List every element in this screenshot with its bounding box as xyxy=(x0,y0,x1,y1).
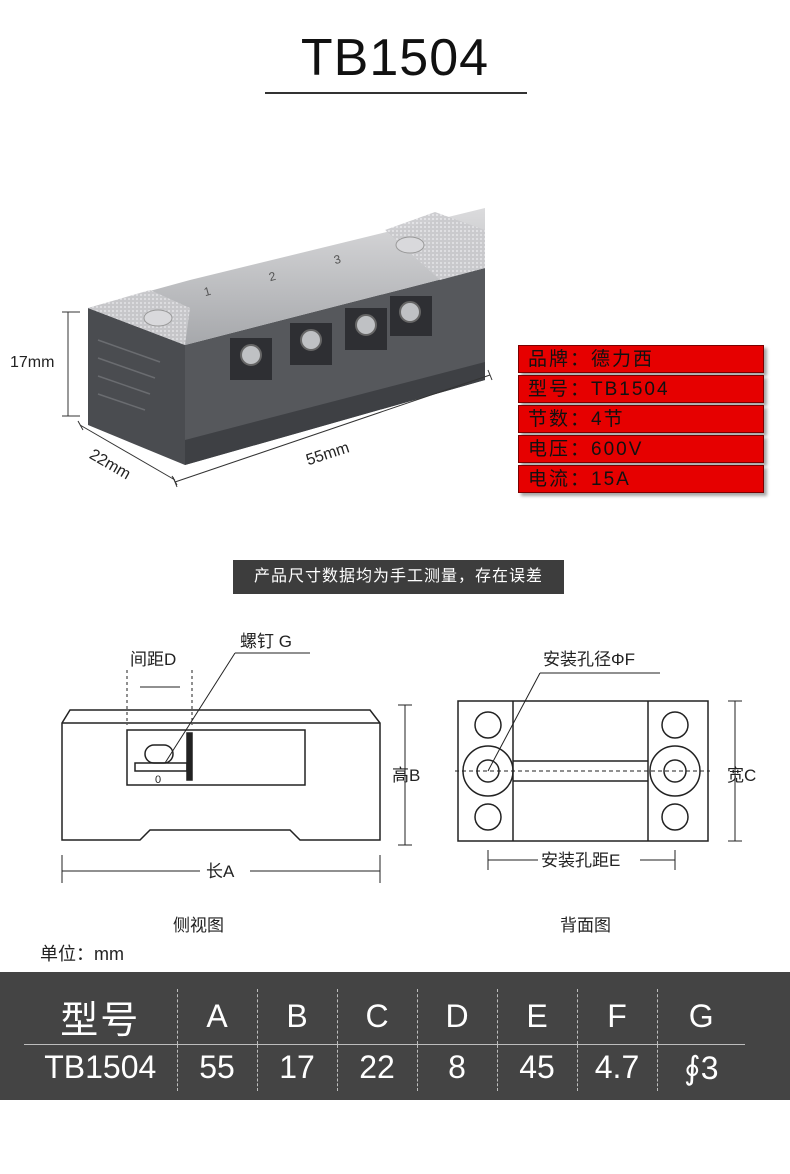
measurement-note: 产品尺寸数据均为手工测量，存在误差 xyxy=(233,560,564,594)
table-cell-g: ∮3 xyxy=(656,1044,745,1091)
table-header-e: E xyxy=(496,989,577,1045)
height-b-label: 高B xyxy=(392,766,420,785)
table-cell-b: 17 xyxy=(256,1044,337,1091)
table-cell-a: 55 xyxy=(176,1044,257,1091)
spec-current: 电流：15A xyxy=(518,465,764,493)
terminal-cover-end-right xyxy=(385,212,485,280)
table-cell-f: 4.7 xyxy=(576,1044,657,1091)
terminal-screws xyxy=(230,296,432,380)
technical-drawings: 0 间距D 螺钉 G 高B 长A 侧视图 xyxy=(61,632,756,935)
terminal-body-front xyxy=(88,308,185,465)
pole-label-3: 3 xyxy=(332,252,342,267)
cover-screw-left xyxy=(143,309,173,327)
dimension-table-panel: 型号 A B C D E F G TB1504 55 17 22 8 45 4.… xyxy=(0,972,790,1100)
terminal-base xyxy=(185,362,485,465)
back-view-caption: 背面图 xyxy=(560,916,611,935)
body-embossed-text xyxy=(97,339,161,411)
svg-text:0: 0 xyxy=(155,774,161,786)
page-title: TB1504 xyxy=(300,29,490,87)
screw-g-label: 螺钉 G xyxy=(240,632,292,651)
spec-sections: 节数：4节 xyxy=(518,405,764,433)
dimension-table: 型号 A B C D E F G TB1504 55 17 22 8 45 4.… xyxy=(24,989,745,1091)
length-a-label: 长A xyxy=(206,862,235,881)
title-underline xyxy=(265,92,527,94)
table-cell-c: 22 xyxy=(336,1044,417,1091)
table-cell-d: 8 xyxy=(416,1044,497,1091)
dim-height-label: 17mm xyxy=(10,354,54,371)
dim-length-label: 55mm xyxy=(304,439,352,469)
table-row: TB1504 55 17 22 8 45 4.7 ∮3 xyxy=(24,1044,745,1091)
pole-label-2: 2 xyxy=(267,269,277,284)
terminal-cover-end-left xyxy=(88,290,190,345)
table-cell-model: TB1504 xyxy=(44,1049,157,1086)
table-header-c: C xyxy=(336,989,417,1045)
table-header-b: B xyxy=(256,989,337,1045)
dimension-lines xyxy=(62,311,493,488)
side-view-caption: 侧视图 xyxy=(173,916,224,935)
table-header-g: G xyxy=(656,989,745,1045)
width-c-label: 宽C xyxy=(727,766,756,785)
spacing-d-label: 间距D xyxy=(130,650,176,669)
unit-label: 单位：mm xyxy=(40,944,124,964)
side-view-dim-lines xyxy=(126,670,193,725)
hole-diameter-f-label: 安装孔径ΦF xyxy=(543,650,635,669)
pole-label-1: 1 xyxy=(202,284,212,299)
back-view-dim-lines xyxy=(487,672,742,870)
spec-model: 型号：TB1504 xyxy=(518,375,764,403)
spec-brand: 品牌：德力西 xyxy=(518,345,764,373)
spec-voltage: 电压：600V xyxy=(518,435,764,463)
table-header-d: D xyxy=(416,989,497,1045)
side-view-leaders xyxy=(61,652,412,883)
table-header-row: 型号 A B C D E F G xyxy=(24,989,745,1045)
table-cell-e: 45 xyxy=(496,1044,577,1091)
spec-box: 品牌：德力西 型号：TB1504 节数：4节 电压：600V 电流：15A xyxy=(518,345,764,495)
hole-spacing-e-label: 安装孔距E xyxy=(541,851,620,870)
table-header-a: A xyxy=(176,989,257,1045)
product-photo: 17mm 22mm 55mm 1 2 3 xyxy=(10,208,493,488)
table-header-model: 型号 xyxy=(24,989,177,1045)
table-header-f: F xyxy=(576,989,657,1045)
side-view-drawing: 0 xyxy=(61,709,381,841)
cover-screw-right xyxy=(395,236,425,254)
